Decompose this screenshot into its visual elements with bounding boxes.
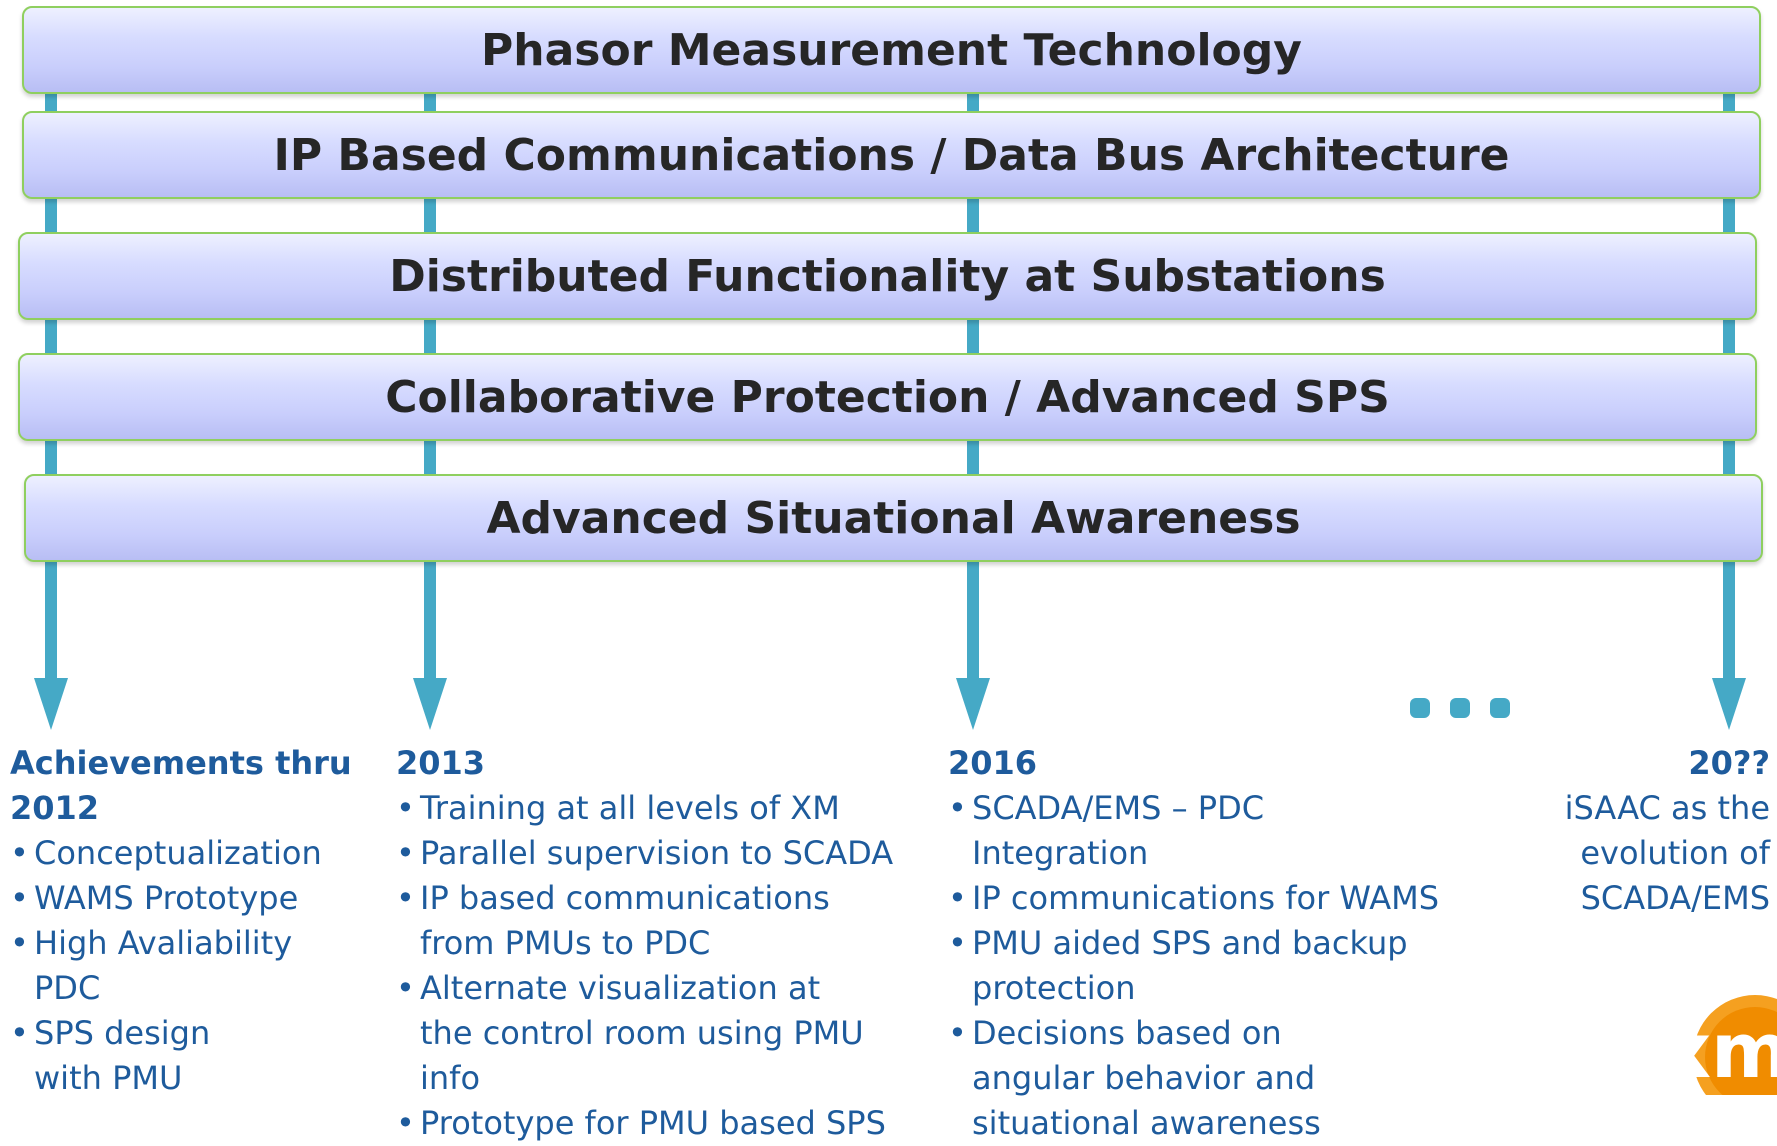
column-2016: 2016 SCADA/EMS – PDC Integration IP comm… (948, 741, 1448, 1146)
band-situational-awareness: Advanced Situational Awareness (24, 474, 1763, 562)
list-item: SCADA/EMS – PDC Integration (948, 786, 1448, 876)
future-text-line: SCADA/EMS (1580, 879, 1770, 917)
arrowhead-2016 (956, 678, 990, 730)
xm-logo: xm (1662, 995, 1777, 1095)
list-item: Conceptualization (10, 831, 355, 876)
column-heading-year: 2012 (10, 789, 100, 827)
future-text-line: evolution of (1580, 834, 1770, 872)
list-item: Decisions based on angular behavior and … (948, 1011, 1412, 1146)
band-ip-communications: IP Based Communications / Data Bus Archi… (22, 111, 1761, 199)
list-item: Prototype for PMU based SPS (396, 1101, 901, 1146)
list-item: IP communications for WAMS (948, 876, 1448, 921)
column-2013: 2013 Training at all levels of XM Parall… (396, 741, 901, 1146)
list-item: SPS design with PMU (10, 1011, 274, 1101)
band-collaborative-protection: Collaborative Protection / Advanced SPS (18, 353, 1757, 441)
band-label: Phasor Measurement Technology (481, 24, 1302, 76)
list-item: WAMS Prototype (10, 876, 355, 921)
list-item: IP based communications from PMUs to PDC (396, 876, 875, 966)
band-label: Distributed Functionality at Substations (389, 250, 1386, 302)
column-heading: 2016 (948, 744, 1038, 782)
arrowhead-2012 (34, 678, 68, 730)
arrowhead-2013 (413, 678, 447, 730)
column-future: 20?? iSAAC as the evolution of SCADA/EMS (1540, 741, 1770, 921)
column-heading: 20?? (1688, 744, 1770, 782)
column-heading: Achievements thru (10, 744, 352, 782)
milestone-list: SCADA/EMS – PDC Integration IP communica… (948, 786, 1448, 1146)
band-label: Collaborative Protection / Advanced SPS (385, 371, 1390, 423)
column-2012: Achievements thru 2012 Conceptualization… (10, 741, 355, 1101)
list-item: Training at all levels of XM (396, 786, 901, 831)
list-item: PMU aided SPS and backup protection (948, 921, 1412, 1011)
column-heading: 2013 (396, 744, 486, 782)
arrowhead-20xx (1712, 678, 1746, 730)
future-text-line: iSAAC as the (1564, 789, 1770, 827)
dot (1410, 698, 1430, 718)
dot (1490, 698, 1510, 718)
achievement-list: Conceptualization WAMS Prototype High Av… (10, 831, 355, 1101)
dot (1450, 698, 1470, 718)
band-distributed-functionality: Distributed Functionality at Substations (18, 232, 1757, 320)
list-item: Parallel supervision to SCADA (396, 831, 901, 876)
logo-text: xm (1662, 1006, 1777, 1095)
list-item: Alternate visualization at the control r… (396, 966, 875, 1101)
ellipsis-dots (1410, 698, 1510, 718)
band-phasor-measurement: Phasor Measurement Technology (22, 6, 1761, 94)
list-item: High Avaliability PDC (10, 921, 355, 1011)
milestone-list: Training at all levels of XM Parallel su… (396, 786, 901, 1146)
band-label: IP Based Communications / Data Bus Archi… (273, 129, 1510, 181)
band-label: Advanced Situational Awareness (486, 492, 1301, 544)
